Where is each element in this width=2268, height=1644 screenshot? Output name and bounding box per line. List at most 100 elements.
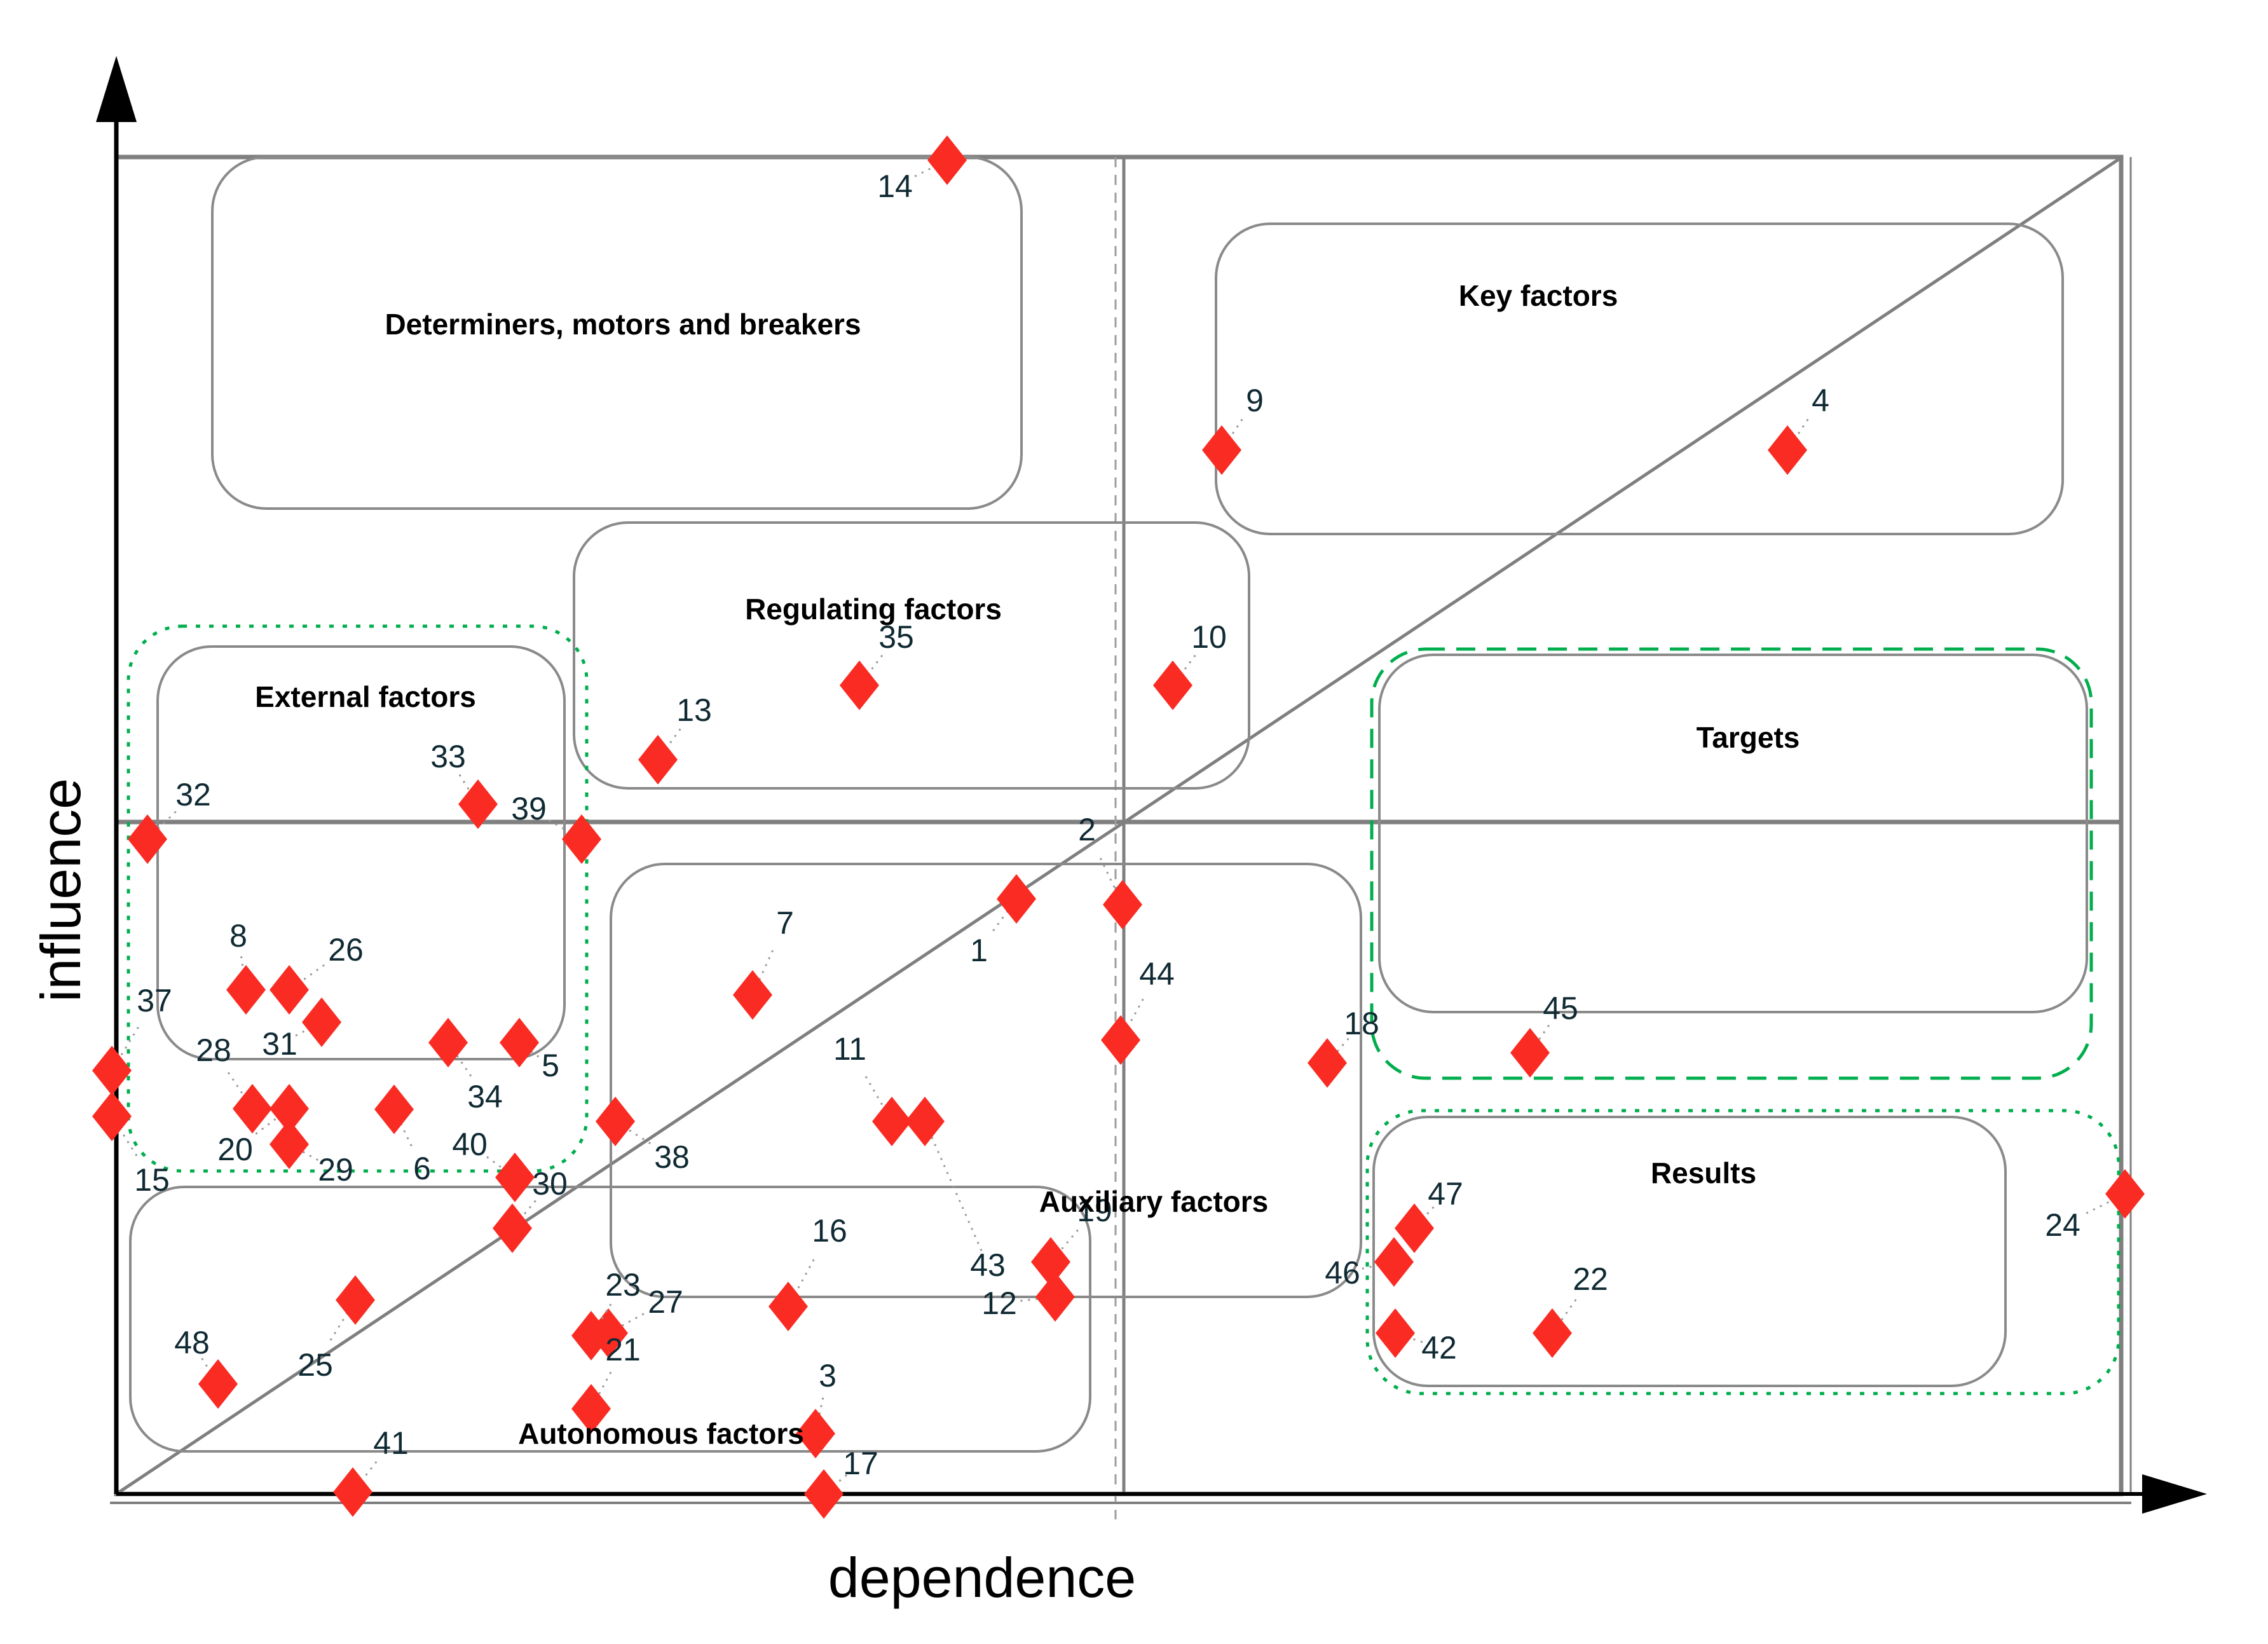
region-label-external: External factors (255, 680, 476, 713)
data-point-15 (92, 1092, 132, 1141)
data-point-40 (495, 1153, 535, 1202)
point-label-47: 47 (1428, 1176, 1463, 1212)
region-label-targets: Targets (1696, 721, 1800, 754)
leader-line-6 (399, 1120, 413, 1147)
data-point-24 (2105, 1169, 2145, 1219)
y-axis-arrowhead-icon (96, 56, 137, 122)
data-point-5 (500, 1018, 539, 1067)
point-label-11: 11 (833, 1031, 866, 1067)
point-label-16: 16 (812, 1213, 847, 1249)
point-label-41: 41 (373, 1425, 409, 1461)
region-box-results-green (1365, 1109, 2121, 1395)
data-point-4 (1768, 425, 1807, 475)
data-point-39 (562, 814, 601, 864)
data-point-25 (336, 1275, 375, 1325)
x-axis-arrowhead-icon (2142, 1474, 2207, 1514)
leader-line-11 (864, 1076, 885, 1107)
leader-line-27 (619, 1313, 645, 1328)
data-point-8 (226, 965, 266, 1015)
point-label-3: 3 (819, 1358, 837, 1394)
data-point-10 (1153, 661, 1192, 710)
point-label-5: 5 (542, 1048, 559, 1083)
y-axis-label: influence (29, 777, 92, 1003)
point-label-38: 38 (654, 1139, 690, 1175)
data-point-44 (1101, 1015, 1140, 1065)
leader-line-35 (866, 654, 884, 676)
leader-line-21 (596, 1371, 612, 1398)
point-label-31: 31 (262, 1026, 297, 1062)
point-label-44: 44 (1139, 956, 1175, 992)
region-label-auxiliary: Auxiliary factors (1039, 1185, 1269, 1218)
region-label-regulating: Regulating factors (745, 593, 1002, 626)
leader-line-24 (2086, 1199, 2114, 1214)
leader-line-7 (758, 950, 774, 982)
diagonal-line (115, 156, 2122, 1496)
region-label-key-factors: Key factors (1458, 279, 1618, 312)
leader-line-20 (255, 1116, 279, 1135)
point-label-6: 6 (413, 1151, 431, 1186)
leader-line-25 (329, 1312, 348, 1341)
point-label-46: 46 (1325, 1255, 1360, 1291)
data-point-21 (571, 1384, 611, 1434)
point-label-20: 20 (217, 1132, 253, 1167)
data-point-29 (270, 1120, 309, 1169)
point-label-28: 28 (196, 1032, 231, 1068)
data-point-32 (128, 814, 167, 864)
data-point-38 (596, 1097, 635, 1146)
region-box-external-green (126, 624, 589, 1173)
data-point-35 (840, 661, 879, 710)
leader-line-44 (1127, 998, 1144, 1027)
data-point-20 (270, 1084, 309, 1134)
point-label-29: 29 (318, 1152, 353, 1188)
region-box-targets (1378, 654, 2088, 1013)
point-label-4: 4 (1812, 383, 1829, 418)
region-label-determiners: Determiners, motors and breakers (385, 308, 861, 341)
region-label-autonomous: Autonomous factors (518, 1417, 804, 1450)
leader-line-5 (524, 1046, 540, 1058)
data-point-2 (1103, 880, 1142, 929)
data-point-12 (1035, 1272, 1075, 1322)
data-point-17 (804, 1469, 844, 1519)
point-label-40: 40 (452, 1127, 488, 1162)
region-label-results: Results (1650, 1156, 1757, 1189)
data-point-13 (638, 735, 678, 784)
leader-line-38 (626, 1127, 651, 1144)
data-point-31 (302, 997, 341, 1047)
data-point-37 (92, 1046, 132, 1095)
leader-line-1 (992, 908, 1010, 932)
point-label-8: 8 (229, 918, 247, 954)
leader-line-34 (454, 1053, 472, 1077)
point-label-39: 39 (511, 791, 547, 826)
point-label-30: 30 (532, 1166, 568, 1202)
region-box-auxiliary (610, 863, 1362, 1298)
data-point-23 (571, 1311, 611, 1360)
data-point-1 (997, 874, 1036, 924)
data-point-6 (374, 1085, 414, 1134)
point-label-23: 23 (605, 1267, 641, 1303)
point-label-14: 14 (877, 168, 913, 204)
region-box-results (1372, 1116, 2007, 1387)
point-label-26: 26 (328, 932, 364, 968)
point-label-15: 15 (134, 1162, 170, 1198)
data-point-14 (927, 135, 967, 185)
leader-line-15 (119, 1128, 138, 1156)
point-label-12: 12 (981, 1285, 1017, 1321)
data-point-7 (733, 970, 772, 1020)
leader-line-22 (1559, 1299, 1577, 1323)
point-label-42: 42 (1421, 1330, 1457, 1366)
point-label-34: 34 (467, 1079, 503, 1114)
point-label-48: 48 (174, 1325, 210, 1360)
point-label-19: 19 (1077, 1193, 1112, 1228)
data-point-34 (428, 1018, 468, 1067)
point-label-43: 43 (970, 1247, 1006, 1283)
point-label-37: 37 (137, 983, 172, 1018)
point-label-24: 24 (2045, 1207, 2080, 1243)
data-point-30 (493, 1203, 532, 1253)
leader-line-28 (227, 1072, 246, 1098)
point-label-35: 35 (878, 619, 914, 655)
region-box-autonomous (129, 1186, 1091, 1453)
point-label-32: 32 (175, 777, 211, 812)
point-label-13: 13 (676, 692, 712, 728)
point-label-9: 9 (1246, 383, 1264, 418)
point-label-10: 10 (1191, 619, 1227, 655)
